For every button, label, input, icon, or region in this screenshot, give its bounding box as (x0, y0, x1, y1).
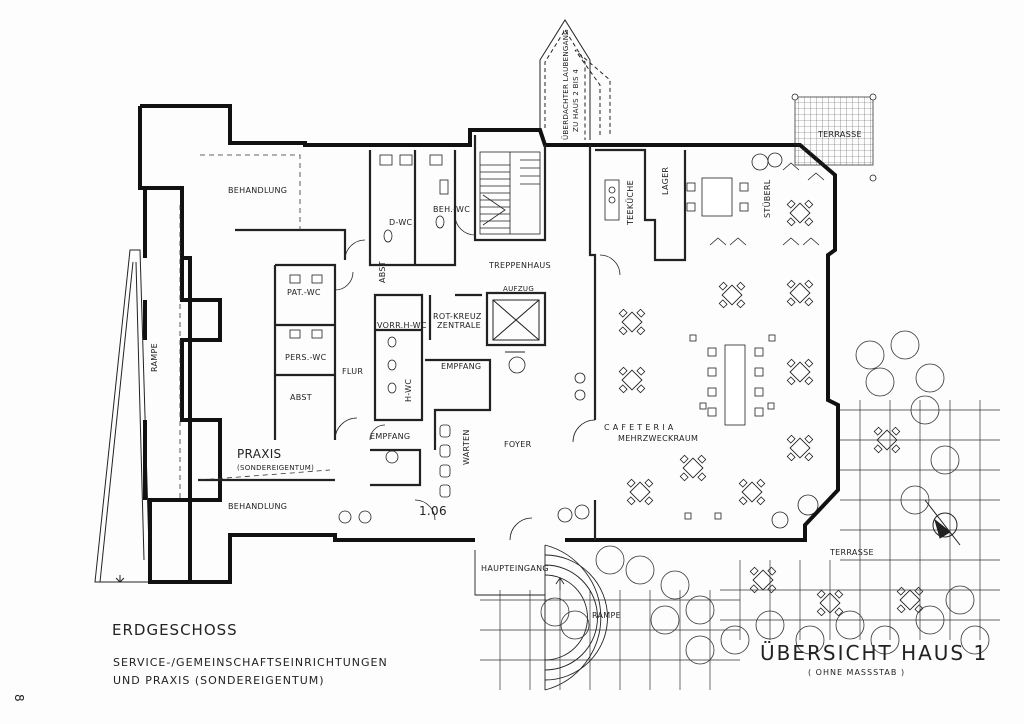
furniture (338, 152, 819, 529)
entrance-ramp (474, 544, 608, 691)
room-h-wc: H-WC (404, 378, 413, 402)
room-lager: LAGER (661, 166, 670, 195)
room-teekuche: TEEKÜCHE (626, 180, 635, 225)
label-terrasse-bottom: TERRASSE (830, 548, 874, 557)
room-abst-left: ABST (290, 393, 312, 402)
room-behandlung-top: BEHANDLUNG (228, 186, 288, 195)
room-abst-mid: ABST (378, 261, 387, 283)
label-haupteingang: HAUPTEINGANG (481, 564, 549, 573)
room-empfang-mid: EMPFANG (441, 362, 482, 371)
subtitle-line1: SERVICE-/GEMEINSCHAFTSEINRICHTUNGEN (113, 656, 388, 669)
room-d-wc: D-WC (389, 218, 413, 227)
room-rot-kreuz-1: ROT-KREUZ (433, 312, 482, 321)
covered-walkway (539, 19, 611, 140)
room-empfang-left: EMPFANG (370, 432, 411, 441)
label-aufzug: AUFZUG (503, 285, 535, 293)
page-number: 8 (12, 694, 26, 702)
interior-walls (198, 135, 687, 540)
room-behandlung-bottom: BEHANDLUNG (228, 502, 288, 511)
floor-title: ERDGESCHOSS (112, 621, 238, 639)
label-laubengang-2: ZU HAUS 2 BIS 4 (572, 68, 580, 132)
room-vorr-h-wc: VORR.H-WC (377, 321, 427, 330)
room-beh-wc: BEH.-WC (433, 205, 471, 214)
terrace-bottom (480, 400, 1000, 690)
exterior-walls (138, 104, 840, 584)
label-terrasse-top: TERRASSE (818, 130, 862, 139)
label-rampe-bottom: RAMPE (592, 611, 621, 620)
sanitary-fixtures (289, 154, 620, 394)
room-flur: FLUR (342, 367, 364, 376)
room-warten: WARTEN (462, 429, 471, 465)
praxis-note: (SONDEREIGENTUM) (237, 464, 315, 472)
room-treppenhaus: TREPPENHAUS (489, 261, 551, 270)
room-praxis: PRAXIS (237, 447, 282, 461)
compass-rose (924, 499, 961, 546)
subtitle-line2: UND PRAXIS (SONDEREIGENTUM) (113, 674, 325, 687)
staircase (479, 151, 541, 235)
door-swings (334, 214, 621, 541)
left-ramp (94, 249, 151, 583)
long-tables (684, 177, 776, 520)
room-cafeteria: C A F E T E R I A (604, 423, 674, 432)
zigzag-seats (709, 162, 825, 246)
room-stuberl: STÜBERL (763, 179, 772, 218)
room-mehrzweckraum: MEHRZWECKRAUM (618, 434, 699, 443)
room-rot-kreuz-2: ZENTRALE (437, 321, 482, 330)
scale-note: ( OHNE MASSSTAB ) (808, 668, 906, 677)
label-rampe-left: RAMPE (150, 343, 159, 372)
room-foyer: FOYER (504, 440, 532, 449)
room-number: 1.06 (419, 504, 447, 518)
room-pat-wc: PAT.-WC (287, 288, 321, 297)
room-pers-wc: PERS.-WC (285, 353, 327, 362)
label-laubengang-1: ÜBERDACHTER LAUBENGANG (562, 29, 570, 140)
terrace-top (791, 93, 877, 182)
elevator (492, 299, 540, 353)
overview-title: ÜBERSICHT HAUS 1 (760, 641, 989, 665)
